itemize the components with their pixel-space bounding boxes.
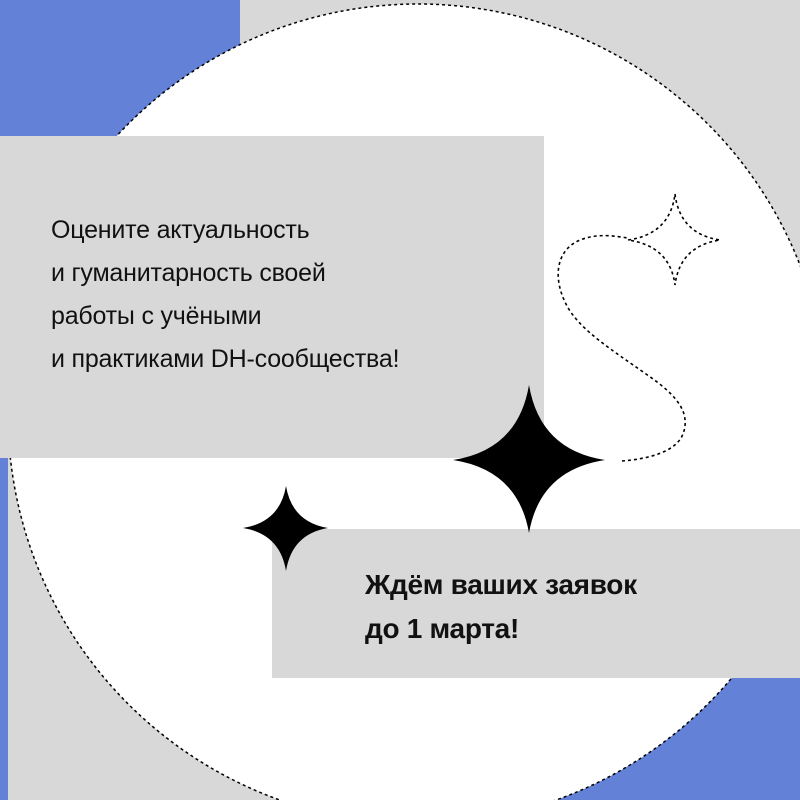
deadline-line-1: Ждём ваших заявок (365, 569, 637, 600)
message-line-1: Оцените актуальность (51, 216, 310, 244)
left-blue-strip (0, 440, 8, 800)
deadline-text: Ждём ваших заявок до 1 марта! (365, 563, 637, 651)
deadline-line-2: до 1 марта! (365, 613, 519, 644)
message-line-3: работы с учёными (51, 302, 262, 330)
message-line-4: и практиками DH-сообщества! (51, 345, 400, 373)
message-line-2: и гуманитарность своей (51, 259, 326, 287)
message-text: Оцените актуальность и гуманитарность св… (51, 209, 400, 381)
deadline-panel (272, 529, 800, 678)
